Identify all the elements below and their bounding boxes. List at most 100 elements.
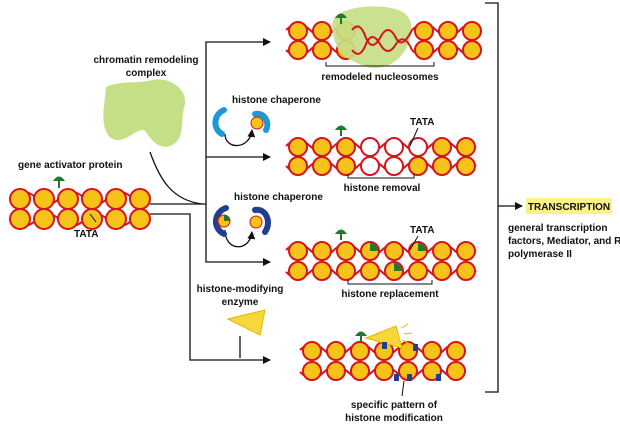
- loose-dna: [351, 36, 413, 55]
- nucleosome: [432, 261, 452, 281]
- modification-mark-icon: [407, 374, 412, 381]
- nucleosome: [336, 156, 356, 176]
- chaperone-1-arrow: [224, 129, 256, 147]
- label-general-factors-line2: factors, Mediator, and RNA: [508, 236, 620, 247]
- nucleosome: [422, 341, 442, 361]
- tata-pointer: [409, 127, 419, 147]
- removal-bracket: [347, 174, 415, 179]
- nucleosome: [288, 156, 308, 176]
- empty-nucleosome: [384, 137, 404, 157]
- nucleosome: [446, 361, 466, 381]
- label-tata-replacement: TATA: [410, 225, 434, 236]
- nucleosome-row: [302, 341, 466, 381]
- flow-line-main-bottom: [150, 213, 271, 364]
- nucleosome: [33, 188, 55, 210]
- empty-nucleosome: [408, 137, 428, 157]
- histone-replacement-fiber: [285, 229, 477, 285]
- nucleosome: [105, 208, 127, 230]
- nucleosome: [33, 208, 55, 230]
- flow-line-main-top: [150, 38, 271, 205]
- label-histone-removal: histone removal: [344, 183, 421, 194]
- nucleosome: [438, 40, 458, 60]
- nucleosome: [456, 156, 476, 176]
- nucleosome: [432, 137, 452, 157]
- label-transcription: TRANSCRIPTION: [528, 202, 610, 213]
- nucleosome: [326, 341, 346, 361]
- nucleosome: [312, 40, 332, 60]
- gene-activator-pin-icon: [335, 229, 347, 240]
- empty-nucleosome: [384, 156, 404, 176]
- label-tata-left: TATA: [74, 229, 98, 240]
- right-bracket: [485, 2, 499, 393]
- nucleosome: [446, 341, 466, 361]
- label-general-factors-line1: general transcription: [508, 223, 607, 234]
- nucleosome: [462, 40, 482, 60]
- nucleosome: [374, 361, 394, 381]
- modification-mark-icon: [382, 342, 387, 349]
- nucleosome: [288, 137, 308, 157]
- label-histone-replacement: histone replacement: [341, 289, 439, 300]
- nucleosome: [336, 241, 356, 261]
- nucleosome: [129, 188, 151, 210]
- modification-marks: [382, 342, 441, 381]
- nucleosome: [432, 241, 452, 261]
- nucleosome: [456, 241, 476, 261]
- nucleosome: [288, 40, 308, 60]
- label-histone-chaperone-2: histone chaperone: [234, 192, 323, 203]
- nucleosome: [408, 156, 428, 176]
- replacement-bracket: [347, 280, 433, 285]
- label-enzyme-line2: enzyme: [222, 297, 259, 308]
- nucleosome: [81, 208, 103, 230]
- nucleosome: [312, 156, 332, 176]
- nucleosome: [456, 261, 476, 281]
- nucleosome: [57, 188, 79, 210]
- remodeled-bracket: [325, 62, 435, 67]
- gene-activator-pin-icon: [335, 13, 347, 24]
- nucleosome: [336, 137, 356, 157]
- nucleosome: [336, 261, 356, 281]
- label-specific-pattern-line2: histone modification: [345, 413, 443, 424]
- nucleosome: [432, 156, 452, 176]
- label-tata-removal: TATA: [410, 117, 434, 128]
- modification-mark-icon: [436, 374, 441, 381]
- label-enzyme-line1: histone-modifying: [197, 284, 284, 295]
- nucleosome: [408, 261, 428, 281]
- gene-activator-pin-icon: [53, 176, 65, 188]
- nucleosome: [384, 241, 404, 261]
- nucleosome: [438, 21, 458, 41]
- tata-pointer: [409, 235, 419, 251]
- label-gene-activator-protein: gene activator protein: [18, 160, 122, 171]
- gene-activator-pin-icon: [335, 125, 347, 136]
- nucleosome: [288, 241, 308, 261]
- nucleosome-row: [288, 241, 476, 281]
- label-histone-chaperone-1: histone chaperone: [232, 95, 321, 106]
- nucleosome-row: [9, 188, 151, 230]
- label-specific-pattern-line1: specific pattern of: [351, 400, 438, 411]
- nucleosome: [81, 188, 103, 210]
- nucleosome: [57, 208, 79, 230]
- remodeler-arrow: [149, 151, 203, 205]
- starting-chromatin-fiber: [9, 176, 151, 230]
- nucleosome: [105, 188, 127, 210]
- nucleosome: [288, 261, 308, 281]
- histone-chaperone-2-icon: [213, 205, 271, 237]
- gene-activator-pin-icon: [355, 331, 367, 342]
- nucleosome: [312, 261, 332, 281]
- histone-variant-wedge: [394, 263, 402, 271]
- histone-variant-wedge: [418, 243, 426, 251]
- label-chromatin-remodeling-line1: chromatin remodeling: [93, 55, 198, 66]
- nucleosome: [414, 40, 434, 60]
- loose-dna: [351, 25, 413, 46]
- pattern-pointer: [401, 380, 405, 397]
- chromatin-remodeler-icon: [103, 79, 186, 147]
- histone-chaperone-1-icon: [212, 107, 271, 137]
- nucleosome: [9, 208, 31, 230]
- transcription-box: [526, 198, 612, 214]
- histone-removal-fiber: [285, 125, 477, 179]
- nucleosome: [350, 341, 370, 361]
- nucleosome: [312, 137, 332, 157]
- histone-variant-wedge: [370, 243, 378, 251]
- nucleosome: [326, 361, 346, 381]
